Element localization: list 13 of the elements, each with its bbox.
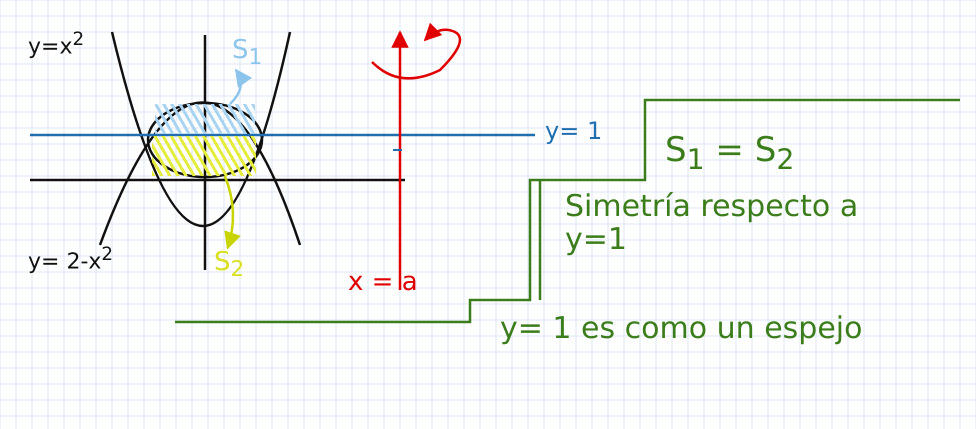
leader-arrow [224, 176, 241, 250]
note-text: y= 1 es como un espejo [500, 312, 864, 345]
note-text: Simetría respecto a y=1 [565, 190, 860, 256]
equation-label: y= 1 [545, 118, 602, 144]
hatched-region [155, 104, 255, 134]
region-label: S$_{2}$ [214, 248, 244, 282]
hatched-region [152, 136, 256, 176]
equation-label: S$_{1}$ = S$_{2}$ [665, 132, 794, 175]
region-label: S$_{1}$ [232, 36, 262, 70]
equation-label: y=x$^{2}$ [28, 30, 84, 60]
equation-label: x = a [348, 268, 418, 297]
equation-label: y= 2-x$^{2}$ [28, 245, 114, 275]
leader-arrow [229, 68, 252, 105]
